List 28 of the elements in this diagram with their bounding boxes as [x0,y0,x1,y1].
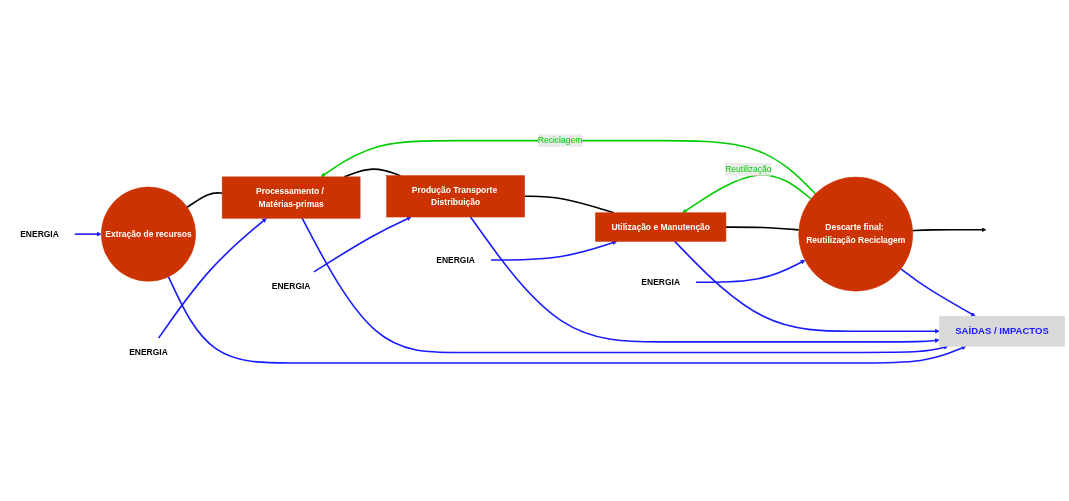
edge-label: Reutilização [725,164,772,174]
node-box: Utilização e Manutenção [595,212,727,242]
arrow [469,216,940,343]
node-text: ENERGIA [20,229,59,239]
arrow [911,227,987,233]
node-box: Produção Transporte Distribuição [386,175,525,218]
connector [725,226,800,231]
node-circle: Descarte final: Reutilização Reciclagem [798,176,914,292]
arrow [74,231,102,237]
node-text: ENERGIA [436,255,475,265]
node-text: ENERGIA [271,281,311,291]
arrow [682,174,812,213]
arrow [320,139,817,195]
arrow [157,218,267,339]
node-box: Processamento / Matérias-primas [221,176,361,219]
arrow [490,240,618,261]
arrow [167,276,967,364]
node-text: ENERGIA [129,347,168,357]
arrow [673,240,940,334]
node-box: SAÍDAS / IMPACTOS [939,315,1065,347]
node-text: ENERGIA [641,277,681,287]
arrow [695,260,806,284]
connector [186,192,223,209]
edge-label: Reciclagem [537,135,583,145]
node-circle: Extração de recursos [101,186,196,282]
arrow [313,216,412,273]
arrow [900,268,976,317]
arrow [301,217,949,354]
